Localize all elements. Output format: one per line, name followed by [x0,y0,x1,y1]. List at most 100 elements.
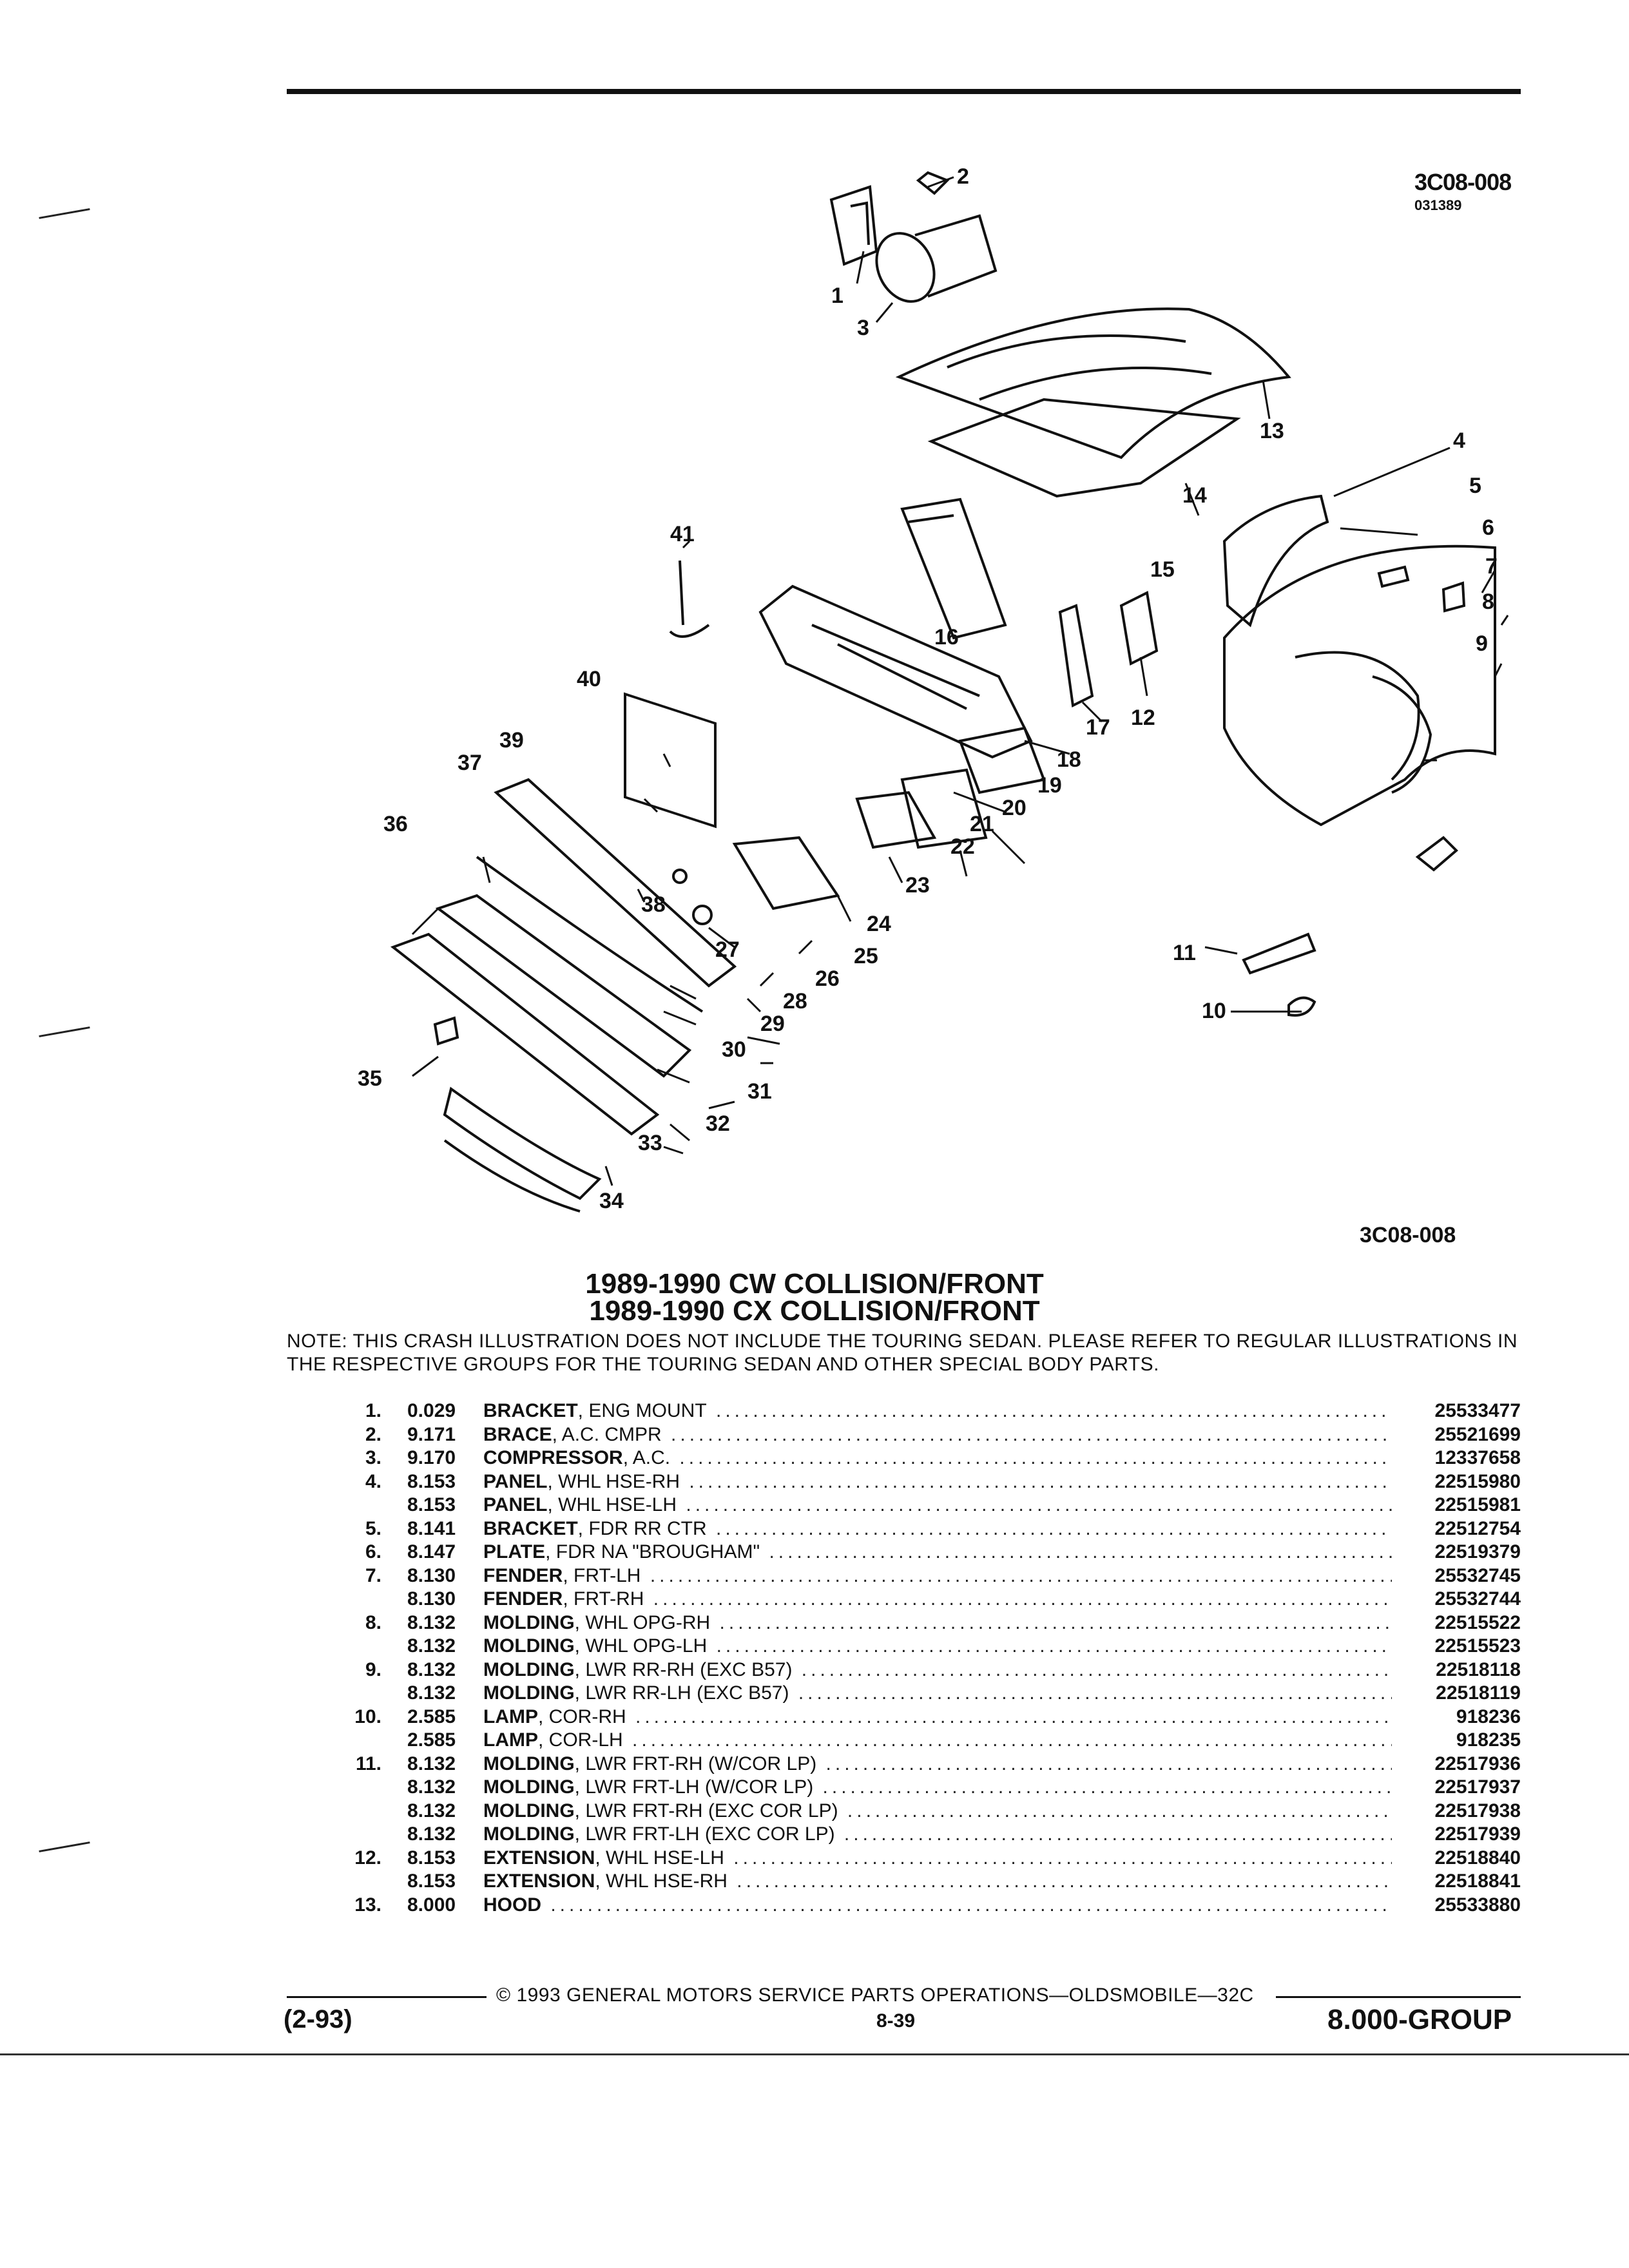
footer-date: (2-93) [284,2005,352,2033]
part-qualifier: , WHL HSE-RH [547,1470,680,1492]
callout-9: 9 [1476,631,1488,656]
item-number: 8. [365,1611,381,1633]
part-description: PLATE, FDR NA "BROUGHAM" ...............… [483,1541,1392,1564]
part-fastener [692,905,713,925]
illustration-ref-subcode: 031389 [1414,197,1462,213]
part-number: 22512754 [1434,1517,1521,1539]
part-number: 22518840 [1434,1847,1521,1869]
callout-labels: 1 2 3 4 5 6 7 8 9 10 11 12 13 14 15 16 1… [358,164,1498,1213]
part-radiator [900,497,1007,640]
part-hood-latch [669,560,710,638]
callout-30: 30 [722,1037,746,1062]
leader-dots: ........................................… [716,1400,1392,1421]
group-number: 0.029 [407,1400,456,1421]
part-number: 22518841 [1434,1870,1521,1892]
item-number: 7. [365,1564,381,1586]
group-number: 8.132 [407,1611,456,1633]
callout-8: 8 [1482,590,1494,614]
item-number: 12. [354,1847,381,1869]
illustration-ref-code-bottom: 3C08-008 [1360,1223,1456,1247]
group-number: 8.132 [407,1753,456,1774]
part-number: 22517938 [1434,1800,1521,1821]
part-fender [1223,544,1496,827]
leader-dots: ........................................… [843,1823,1392,1845]
part-description: MOLDING, LWR FRT-RH (EXC COR LP) .......… [483,1800,1392,1823]
bottom-rule [0,2053,1629,2055]
part-description: BRACKET, FDR RR CTR ....................… [483,1517,1392,1541]
page-title-cx: 1989-1990 CX COLLISION/FRONT [589,1295,1040,1327]
part-qualifier: , WHL OPG-LH [574,1635,708,1657]
part-number: 22517937 [1434,1776,1521,1798]
part-name: MOLDING [483,1635,575,1657]
part-plate-brougham [1441,581,1466,613]
part-name: BRACKET [483,1517,578,1539]
part-bumper-strip [476,856,704,1013]
callout-16: 16 [934,625,959,649]
part-name: MOLDING [483,1682,575,1704]
part-description: PANEL, WHL HSE-RH ......................… [483,1470,1392,1494]
leader-dots: ........................................… [716,1635,1392,1657]
part-number: 25521699 [1434,1423,1521,1445]
part-number: 22515981 [1434,1494,1521,1515]
part-description: MOLDING, LWR FRT-LH (EXC COR LP) .......… [483,1823,1392,1847]
illustration-ref-code: 3C08-008 [1414,169,1512,195]
callout-20: 20 [1002,796,1027,820]
part-description: FENDER, FRT-LH .........................… [483,1564,1392,1588]
callout-21: 21 [970,812,994,836]
part-number: 918236 [1456,1706,1521,1727]
callout-34: 34 [599,1189,624,1213]
part-number: 22515522 [1434,1611,1521,1633]
part-name: MOLDING [483,1823,575,1845]
group-number: 8.000 [407,1894,456,1916]
part-description: COMPRESSOR, A.C. .......................… [483,1446,1392,1470]
group-number: 2.585 [407,1729,456,1751]
footer-rule-right [1276,1996,1521,1998]
part-valance [443,1086,602,1200]
part-qualifier: , A.C. [622,1447,671,1468]
leader-dots: ........................................… [650,1564,1392,1586]
item-number: 4. [365,1470,381,1492]
part-qualifier: , ENG MOUNT [577,1400,707,1421]
top-rule [287,89,1521,94]
leader-dots: ........................................… [653,1588,1392,1610]
part-wheel-extension [1119,591,1159,666]
callout-19: 19 [1037,773,1062,798]
callout-31: 31 [747,1079,772,1104]
part-name: PANEL [483,1470,548,1492]
part-number: 25532744 [1434,1588,1521,1610]
callout-39: 39 [499,728,524,753]
part-cor-lamp [1287,996,1316,1017]
callout-11: 11 [1173,941,1196,965]
part-hood [895,307,1291,459]
part-description: HOOD ...................................… [483,1894,1392,1917]
callout-2: 2 [957,164,969,189]
part-name: EXTENSION [483,1847,595,1869]
note-text: NOTE: THIS CRASH ILLUSTRATION DOES NOT I… [287,1331,1518,1375]
leader-dots: ........................................… [769,1541,1392,1562]
group-number: 8.130 [407,1588,456,1610]
leader-dots: ........................................… [798,1682,1392,1704]
item-number: 3. [365,1447,381,1468]
part-park-lamp [732,836,840,910]
footer-rule-left [287,1996,487,1998]
callout-1: 1 [831,284,843,308]
part-wheel-molding [1372,675,1432,794]
callout-18: 18 [1057,747,1081,772]
callout-22: 22 [950,834,975,859]
part-description: BRACKET, ENG MOUNT .....................… [483,1399,1392,1423]
leader-dots: ........................................… [635,1706,1392,1727]
item-number: 6. [365,1541,381,1562]
callout-26: 26 [815,966,840,991]
leader-dots: ........................................… [671,1423,1392,1445]
callout-40: 40 [577,667,601,691]
item-number: 1. [365,1400,381,1421]
